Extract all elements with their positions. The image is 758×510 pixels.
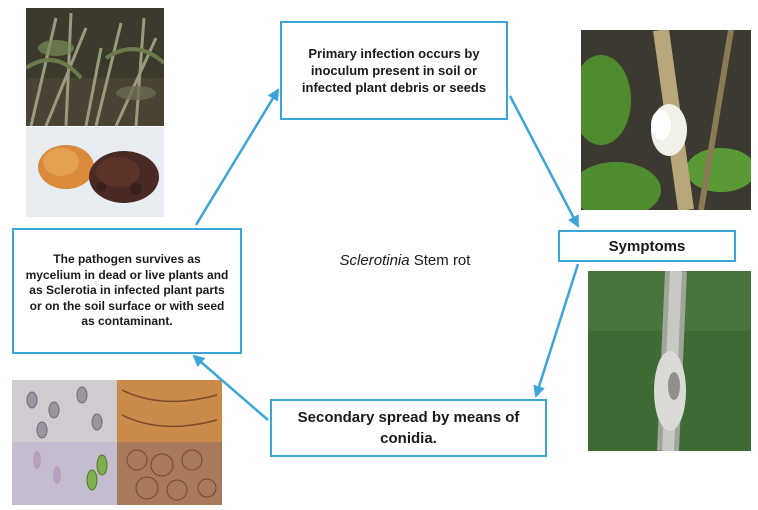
primary-infection-box: Primary infection occurs by inoculum pre… [280,21,508,120]
arrow-secondary-to-survival [194,356,268,420]
arrow-survival-to-primary [196,90,278,225]
secondary-spread-box: Secondary spread by means of conidia. [270,399,547,457]
pathogen-survival-text: The pathogen survives as mycelium in dea… [24,252,230,330]
primary-infection-text: Primary infection occurs by inoculum pre… [292,45,496,96]
title-italic-genus: Sclerotinia [340,252,410,269]
arrow-symptoms-to-secondary [536,264,578,396]
title-rest: Stem rot [410,252,471,269]
secondary-spread-text: Secondary spread by means of conidia. [280,407,537,449]
symptoms-text: Symptoms [609,238,686,255]
diagram-title: Sclerotinia Stem rot [300,252,510,269]
symptoms-box: Symptoms [558,230,736,262]
arrow-primary-to-symptoms [510,96,578,226]
pathogen-survival-box: The pathogen survives as mycelium in dea… [12,228,242,354]
